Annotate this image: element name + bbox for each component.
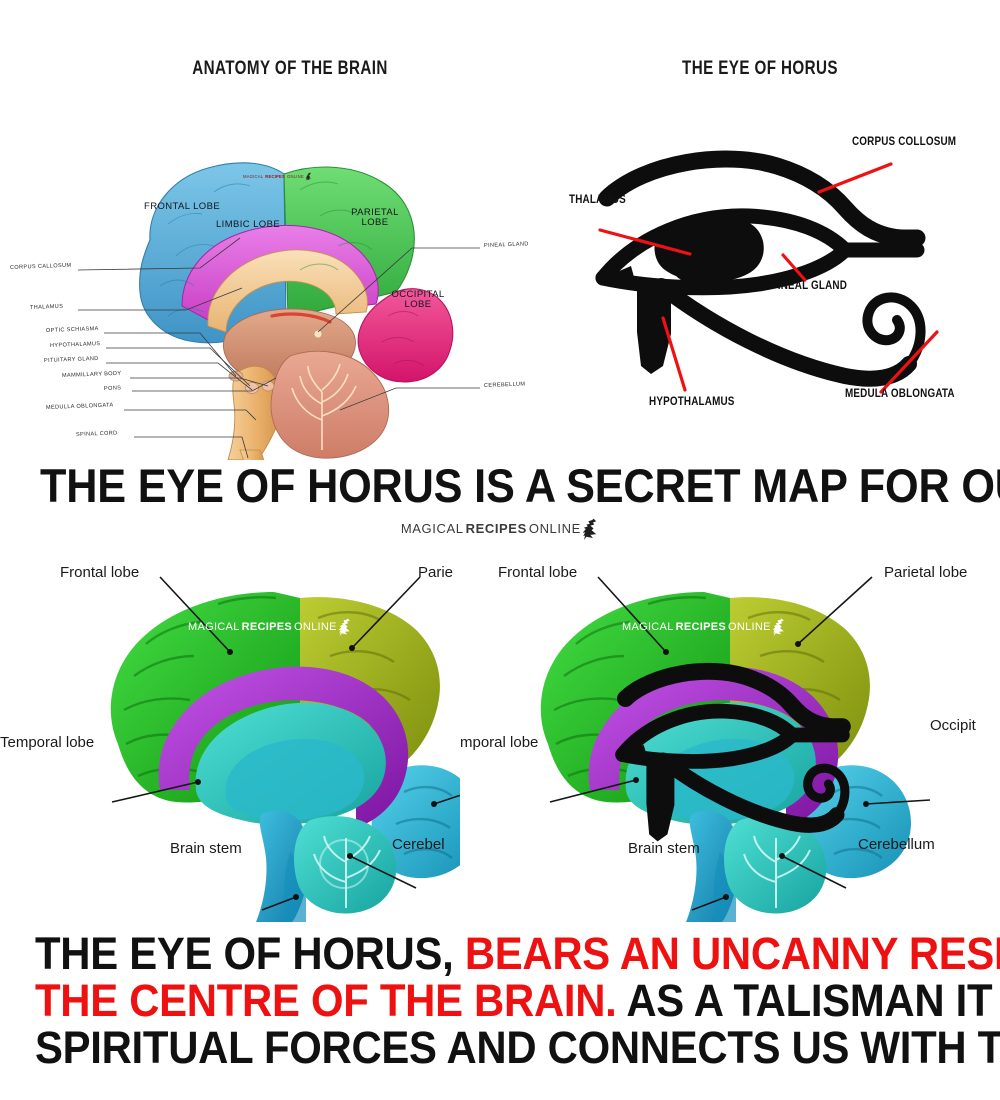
brain-right-label-occipital: Occipit xyxy=(930,717,976,734)
brain-right-label-temporal: mporal lobe xyxy=(460,734,539,751)
caption-line1-black: THE EYE OF HORUS, xyxy=(35,928,465,979)
watermark-part3: ONLINE xyxy=(287,174,304,179)
pointer-medula-oblongata xyxy=(879,330,939,394)
caption-line-2: THE CENTRE OF THE BRAIN. AS A TALISMAN I… xyxy=(35,975,1000,1026)
eye-label-hypothalamus: HYPOTHALAMUS xyxy=(649,396,735,408)
eye-label-pineal-gland: PINEAL GLAND xyxy=(771,280,848,292)
eye-of-horus-overlay xyxy=(615,663,851,842)
anatomy-callout-pons: PONS xyxy=(103,385,122,392)
brain-left-label-cerebellum: Cerebel xyxy=(392,836,445,853)
witch-silhouette-icon xyxy=(772,618,787,636)
witch-silhouette-icon xyxy=(338,618,353,636)
caption-line-1: THE EYE OF HORUS, BEARS AN UNCANNY RESEM… xyxy=(35,928,1000,979)
section-header-anatomy: ANATOMY OF THE BRAIN xyxy=(192,58,388,79)
witch-silhouette-icon xyxy=(305,172,312,181)
brain-illustration-plain xyxy=(110,576,460,922)
brain-left-label-frontal: Frontal lobe xyxy=(60,564,140,581)
caption-line-3: SPIRITUAL FORCES AND CONNECTS US WITH TH… xyxy=(35,1022,1000,1073)
brain-panel-with-horus: Frontal lobe Parietal lobe mporal lobe O… xyxy=(460,552,1000,922)
caption-line2-black: AS A TALISMAN IT AMPLIFIES OUR xyxy=(626,975,1000,1026)
brain-right-label-parietal: Parietal lobe xyxy=(884,564,968,581)
brain-panel-plain: Frontal lobe Parie Temporal lobe Brain s… xyxy=(0,552,460,922)
anatomy-callout-thalamus: THALAMUS xyxy=(29,303,64,311)
brain-right-label-cerebellum: Cerebellum xyxy=(858,836,935,853)
eye-label-thalamus: THALAMUS xyxy=(569,194,626,206)
brain-left-label-parietal: Parie xyxy=(418,564,454,581)
pointer-pineal-gland xyxy=(781,253,807,282)
pointer-thalamus xyxy=(598,228,692,256)
anatomy-lobe-limbic: LIMBIC LOBE xyxy=(216,219,281,230)
brain-illustration-overlay xyxy=(540,576,931,922)
witch-silhouette-icon xyxy=(582,518,599,540)
pointer-hypothalamus xyxy=(661,316,687,392)
brain-right-label-frontal: Frontal lobe xyxy=(498,564,578,581)
caption-line2-red: THE CENTRE OF THE BRAIN. xyxy=(35,975,627,1026)
section-header-horus: THE EYE OF HORUS xyxy=(682,58,838,79)
brain-left-label-brainstem: Brain stem xyxy=(170,840,242,857)
watermark-part2: RECIPES xyxy=(265,174,286,179)
bottom-caption: THE EYE OF HORUS, BEARS AN UNCANNY RESEM… xyxy=(35,928,1000,1073)
anatomy-lobe-frontal: FRONTAL LOBE xyxy=(144,201,221,212)
eye-label-corpus-collosum: CORPUS COLLOSUM xyxy=(851,136,957,148)
eye-label-medula-oblongata: MEDULA OBLONGATA xyxy=(845,388,955,400)
watermark-part1: MAGICAL xyxy=(243,174,264,179)
main-headline: THE EYE OF HORUS IS A SECRET MAP FOR OUR… xyxy=(40,459,1000,512)
watermark-center-part2: RECIPES xyxy=(465,520,527,536)
watermark-center-part1: MAGICAL xyxy=(400,520,464,536)
brain-left-label-temporal: Temporal lobe xyxy=(0,734,95,751)
caption-line1-red: BEARS AN UNCANNY RESEMBLANCE TO xyxy=(464,928,1000,979)
watermark-center-part3: ONLINE xyxy=(528,520,581,536)
anatomy-brain-illustration xyxy=(77,162,480,460)
pointer-corpus-collosum xyxy=(817,162,893,194)
eye-of-horus-illustration xyxy=(595,150,939,394)
brain-right-label-brainstem: Brain stem xyxy=(628,840,700,857)
eye-of-horus-diagram: CORPUS COLLOSUM THALAMUS PINEAL GLAND HY… xyxy=(545,120,1000,460)
